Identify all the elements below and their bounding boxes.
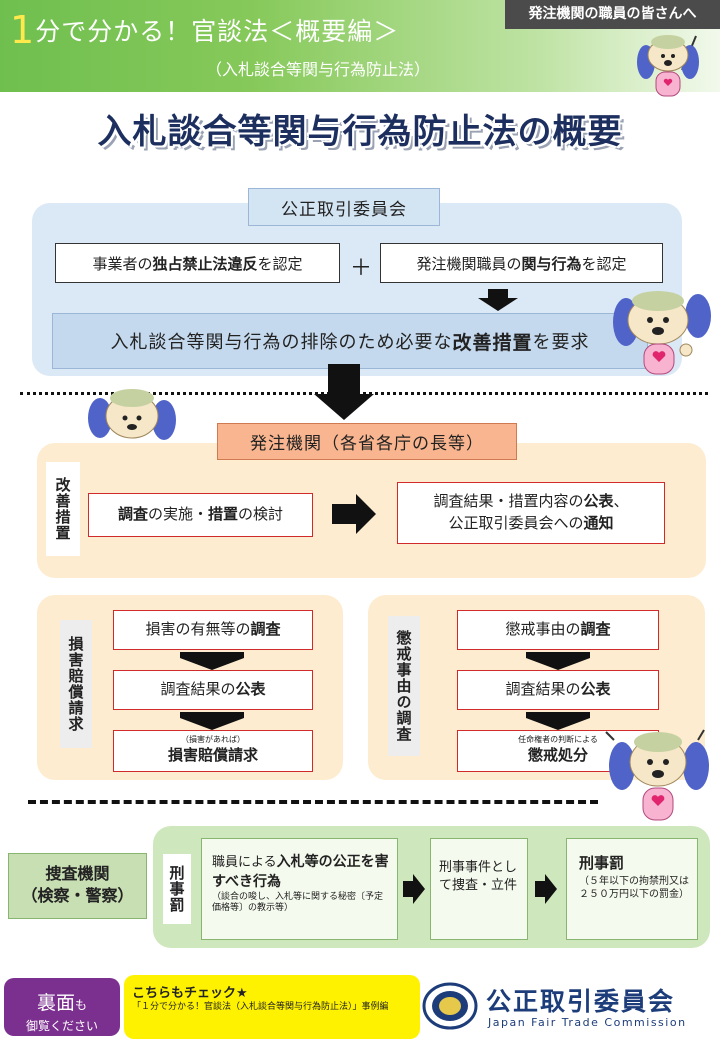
dotted-divider	[20, 392, 708, 395]
request-post: を要求	[532, 332, 590, 353]
arrow-down-icon	[526, 712, 590, 730]
d3-note: （損害があれば）	[181, 734, 245, 744]
damage-claim-box: （損害があれば）損害賠償請求	[113, 730, 313, 772]
cr1-note: （談合の唆し、入札等に関する秘密〔予定価格等〕の教示等）	[212, 892, 384, 914]
c2-pre: 調査結果の	[505, 680, 581, 699]
improvement-request-box: 入札談合等関与行為の排除のため必要な改善措置を要求	[52, 313, 648, 369]
request-pre: 入札談合等関与行為の排除のため必要な	[110, 332, 453, 353]
jftc-logo-icon	[422, 982, 478, 1030]
publication-notice-box: 調査結果・措置内容の公表、公正取引委員会への通知	[397, 482, 665, 544]
cr1-pre: 職員による	[212, 855, 277, 870]
see-back-button[interactable]: 裏面も 御覧ください	[4, 978, 120, 1036]
cr3-bold: 刑事罰	[579, 854, 625, 872]
unfair-act-box: 職員による入札等の公正を害すべき行為 （談合の唆し、入札等に関する秘密〔予定価格…	[201, 838, 398, 940]
investigation-post: の検討	[238, 505, 284, 524]
antimonopoly-violation-box: 事業者の独占禁止法違反を認定	[55, 243, 340, 283]
involvement-act-box: 発注機関職員の関与行為を認定	[380, 243, 663, 283]
procuring-entity-tag: 発注機関（各省各庁の長等）	[217, 423, 517, 460]
arrow-down-icon	[526, 652, 590, 670]
box1-pre: 事業者の	[92, 254, 153, 273]
discipline-investigation-box: 懲戒事由の調査	[457, 610, 659, 650]
arrow-right-icon	[403, 874, 425, 904]
plus-sign: ＋	[349, 256, 372, 281]
damage-investigation-box: 損害の有無等の調査	[113, 610, 313, 650]
investigation-box: 調査の実施・措置の検討	[88, 493, 313, 537]
box1-post: を認定	[257, 254, 303, 273]
agency-line1: 捜査機関	[45, 864, 110, 883]
arrow-down-icon	[478, 289, 518, 311]
cr3-note: （５年以下の拘禁刑又は２５０万円以下の罰金）	[579, 876, 689, 900]
back-line2: 御覧ください	[25, 1019, 98, 1033]
box1-bold: 独占禁止法違反	[152, 254, 258, 273]
mascot-thumbsup-icon	[613, 291, 711, 375]
c1-pre: 懲戒事由の	[505, 620, 581, 639]
jftc-logo-text: 公正取引委員会	[486, 987, 676, 1016]
investigative-agency-box: 捜査機関 （検察・警察）	[8, 853, 147, 919]
header-subtitle: （入札談合等関与行為防止法）	[206, 60, 431, 79]
measures-bold: 措置	[208, 505, 239, 524]
discipline-publication-box: 調査結果の公表	[457, 670, 659, 710]
cr1-bold: 入札等の公正を害すべき行為	[212, 854, 389, 890]
damages-label: 損害賠償請求	[60, 620, 92, 748]
back-small: も	[75, 998, 88, 1012]
c3-note: 任命権者の判断による	[518, 734, 598, 744]
mascot-surprised-icon	[605, 729, 709, 821]
box2-post: を認定	[581, 254, 627, 273]
d1-pre: 損害の有無等の	[145, 620, 251, 639]
criminal-penalty-box: 刑事罰 （５年以下の拘禁刑又は２５０万円以下の罰金）	[566, 838, 698, 940]
d2-pre: 調査結果の	[160, 680, 236, 699]
arrow-right-icon	[535, 874, 557, 904]
header-title: 1分で分かる！官談法＜概要編＞	[10, 8, 399, 52]
pub-line2-bold: 通知	[583, 514, 614, 532]
c1-bold: 調査	[580, 620, 611, 639]
d2-bold: 公表	[235, 680, 266, 699]
pub-line1-post: 、	[613, 492, 629, 511]
check-also-box[interactable]: こちらもチェック★ 「１分で分かる！官談法（入札談合等関与行為防止法）」事例編	[124, 975, 420, 1039]
discipline-label: 懲戒事由の調査	[388, 616, 420, 756]
jftc-logo-english: Japan Fair Trade Commission	[488, 1016, 687, 1029]
box2-pre: 発注機関職員の	[416, 254, 522, 273]
back-big: 裏面	[36, 992, 75, 1014]
page-title: 入札談合等関与行為防止法の概要	[97, 112, 623, 152]
box2-bold: 関与行為	[521, 254, 582, 273]
pub-line1-pre: 調査結果・措置内容の	[433, 492, 584, 511]
agency-line2: （検察・警察）	[21, 885, 134, 905]
jftc-tag: 公正取引委員会	[248, 188, 440, 226]
d3-bold: 損害賠償請求	[167, 745, 258, 764]
arrow-down-icon	[180, 712, 244, 730]
damage-publication-box: 調査結果の公表	[113, 670, 313, 710]
arrow-down-icon	[180, 652, 244, 670]
investigation-bold: 調査	[117, 505, 148, 524]
criminal-case-box: 刑事事件として捜査・立件	[430, 838, 528, 940]
arrow-right-icon	[332, 494, 376, 534]
request-bold: 改善措置	[452, 331, 533, 354]
c2-bold: 公表	[580, 680, 611, 699]
check-link[interactable]: 「１分で分かる！官談法（入札談合等関与行為防止法）」事例編	[132, 1002, 389, 1012]
pub-line2-pre: 公正取引委員会への	[448, 514, 584, 532]
check-title: こちらもチェック★	[132, 986, 248, 1001]
header-title-number: 1	[10, 8, 36, 52]
audience-tag: 発注機関の職員の皆さんへ	[505, 0, 720, 29]
pub-line1-bold: 公表	[583, 492, 614, 511]
c3-bold: 懲戒処分	[527, 745, 588, 764]
investigation-mid: の実施・	[147, 505, 208, 524]
d1-bold: 調査	[250, 620, 281, 639]
header-title-text: 分で分かる！官談法＜概要編＞	[35, 17, 400, 46]
dashed-divider	[28, 800, 598, 804]
mascot-pointer-icon	[637, 35, 699, 97]
criminal-penalty-label: 刑事罰	[163, 854, 191, 924]
improvement-measures-label: 改善措置	[46, 462, 80, 556]
